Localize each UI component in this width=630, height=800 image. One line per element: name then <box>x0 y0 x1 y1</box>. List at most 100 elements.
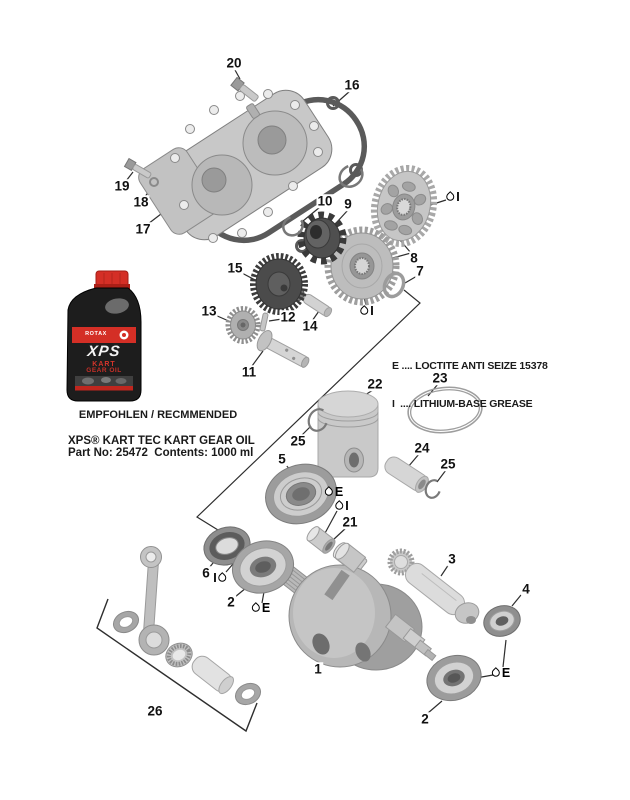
crank-pin <box>191 655 234 695</box>
marker-grease-gear-8b: I <box>358 303 374 318</box>
sprocket-hub-9 <box>297 211 347 265</box>
bottle-label-line1: KART <box>92 361 116 368</box>
bushing-21a <box>306 526 336 554</box>
circlip-10b <box>282 215 304 237</box>
o-ring-7 <box>382 271 406 299</box>
callout-25a: 25 <box>289 433 307 449</box>
bottle-body <box>66 287 142 402</box>
marker-letter: I <box>456 189 460 204</box>
bearing-5 <box>265 463 337 525</box>
marker-loctite-bearing-2-left: E <box>250 600 271 615</box>
needle-bearing <box>165 642 193 668</box>
callout-11: 11 <box>240 364 258 380</box>
marker-grease-gear-8a: I <box>444 189 460 204</box>
screw-20 <box>230 76 259 102</box>
callout-23: 23 <box>431 370 449 386</box>
bearing-2-bottom <box>426 654 482 702</box>
callout-14: 14 <box>301 318 319 334</box>
callout-25b: 25 <box>439 456 457 472</box>
callout-20: 20 <box>225 55 243 71</box>
callout-7: 7 <box>415 263 425 279</box>
pin-12 <box>259 312 269 332</box>
callout-6: 6 <box>201 565 211 581</box>
bottle-label-line2: GEAR OIL <box>86 367 122 374</box>
conrod-kit-bracket <box>96 598 258 733</box>
gear-8-large <box>370 164 438 248</box>
gearbox-cover <box>138 89 333 243</box>
callout-15: 15 <box>226 260 244 276</box>
callout-9: 9 <box>343 196 353 212</box>
circlip-25-right <box>424 479 442 499</box>
oil-drop-icon <box>323 486 335 498</box>
idler-gear-15 <box>250 253 308 315</box>
screw-19 <box>123 157 152 179</box>
oil-drop-icon <box>217 572 229 584</box>
thrust-washer-b <box>234 682 262 706</box>
circlip-10a <box>338 164 364 188</box>
oil-drop-icon <box>333 500 345 512</box>
callout-26: 26 <box>146 703 164 719</box>
marker-loctite-bearing-5: E <box>323 484 344 499</box>
oil-drop-icon <box>358 305 370 317</box>
o-ring-18 <box>149 177 159 187</box>
gear-8-lower <box>324 226 400 306</box>
bearing-2-left <box>231 540 295 594</box>
recommended-heading: EMPFOHLEN / RECMMENDED <box>78 409 238 421</box>
crank-output-shaft <box>384 613 437 662</box>
marker-loctite-bearing-2-bottom: E <box>490 665 511 680</box>
marker-letter: I <box>213 570 217 585</box>
o-ring-7-long-leader <box>196 289 421 531</box>
piston-ring-23 <box>407 386 483 434</box>
bottle-brand-text: ROTAX <box>85 331 107 337</box>
marker-grease-seal-6: I <box>213 570 229 585</box>
callout-21: 21 <box>341 514 359 530</box>
callout-5: 5 <box>277 451 287 467</box>
callout-18: 18 <box>132 194 150 210</box>
adhesive-legend: E .... LOCTITE ANTI SEIZE 15378 I .... L… <box>392 335 548 435</box>
callout-4: 4 <box>521 581 531 597</box>
bearing-4 <box>483 605 521 637</box>
callout-16: 16 <box>343 77 361 93</box>
product-name: XPS® KART TEC KART GEAR OIL <box>68 435 255 447</box>
callout-13: 13 <box>200 303 218 319</box>
callout-19: 19 <box>113 178 131 194</box>
callout-17: 17 <box>134 221 152 237</box>
oil-bottle <box>66 270 142 402</box>
callout-2b: 2 <box>420 711 430 727</box>
marker-letter: I <box>345 498 349 513</box>
oil-drop-icon <box>490 667 502 679</box>
callout-2a: 2 <box>226 594 236 610</box>
bottle-red-band <box>72 327 136 343</box>
callout-1: 1 <box>313 661 323 677</box>
pin-14 <box>302 293 333 318</box>
marker-letter: E <box>334 484 344 499</box>
balance-shaft-3 <box>387 548 480 624</box>
callout-3: 3 <box>447 551 457 567</box>
circlip-25-left <box>307 408 329 432</box>
thrust-washer-a <box>112 610 140 634</box>
callout-10: 10 <box>316 193 334 209</box>
shaft-11 <box>256 330 310 368</box>
marker-grease-bushing-21: I <box>333 498 349 513</box>
legend-loctite: E .... LOCTITE ANTI SEIZE 15378 <box>392 360 548 372</box>
marker-letter: I <box>370 303 374 318</box>
callout-22: 22 <box>366 376 384 392</box>
callout-12: 12 <box>279 309 297 325</box>
connecting-rod <box>138 546 170 656</box>
callout-24: 24 <box>413 440 431 456</box>
bushing-21b <box>334 542 367 573</box>
gear-13 <box>225 306 261 344</box>
legend-grease: I .... LITHIUM-BASE GREASE <box>392 397 533 410</box>
oil-drop-icon <box>444 191 456 203</box>
callout-8: 8 <box>409 250 419 266</box>
oil-drop-icon <box>250 602 262 614</box>
marker-letter: E <box>501 665 511 680</box>
bottle-bottom-strip <box>75 386 133 391</box>
oil-seal-6 <box>203 526 251 566</box>
marker-letter: E <box>261 600 271 615</box>
bottle-handle-hole <box>105 298 129 314</box>
